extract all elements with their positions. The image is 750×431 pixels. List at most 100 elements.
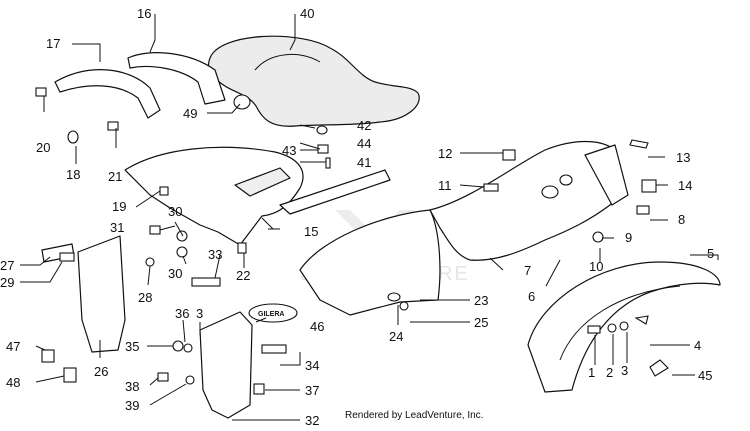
- callout-28: 28: [138, 290, 152, 305]
- callout-45: 45: [698, 368, 712, 383]
- leader-lines: [20, 14, 719, 421]
- emblem-text: GILERA: [258, 311, 284, 318]
- hardware-group: [35, 87, 669, 395]
- screw-21-icon: [107, 121, 119, 131]
- clip-12-icon: [502, 149, 516, 161]
- callout-46: 46: [310, 319, 324, 334]
- callout-6: 6: [528, 289, 535, 304]
- screw-38-icon: [157, 372, 169, 382]
- callout-34: 34: [305, 358, 319, 373]
- stud-42-icon: [316, 125, 328, 135]
- seat-part: [207, 35, 420, 127]
- callout-27: 27: [0, 258, 14, 273]
- callout-40: 40: [300, 6, 314, 21]
- callout-47: 47: [6, 339, 20, 354]
- bracket-34-icon: [261, 344, 287, 354]
- callout-43: 43: [282, 143, 296, 158]
- callout-3: 3: [621, 363, 628, 378]
- rubber-33-icon: [191, 277, 221, 287]
- clip-19-icon: [159, 186, 169, 196]
- callout-44: 44: [357, 136, 371, 151]
- washer-2-icon: [607, 323, 617, 333]
- clip-22-icon: [237, 242, 247, 254]
- gilera-emblem-part: GILERA: [248, 303, 298, 323]
- callout-41: 41: [357, 155, 371, 170]
- screw-1-icon: [587, 325, 601, 334]
- callout-32: 32: [305, 413, 319, 428]
- bracket-29-icon: [59, 252, 75, 262]
- washer-35-icon: [172, 340, 184, 352]
- clip-4-icon: [634, 315, 649, 325]
- nut-37-icon: [253, 383, 265, 395]
- bushing-49-icon: [233, 94, 251, 110]
- callout-36: 36: [175, 306, 189, 321]
- callout-30-second: 30: [168, 266, 182, 281]
- callout-49: 49: [183, 106, 197, 121]
- nut-36-icon: [183, 343, 193, 353]
- callout-7: 7: [524, 263, 531, 278]
- screw-41-icon: [325, 157, 331, 169]
- callout-17: 17: [46, 36, 60, 51]
- nut-44-icon: [317, 144, 329, 154]
- callout-4: 4: [694, 338, 701, 353]
- callout-14: 14: [678, 178, 692, 193]
- trim-45-icon: [649, 359, 669, 377]
- side-panel-part: [299, 140, 629, 316]
- callout-9: 9: [625, 230, 632, 245]
- callout-42: 42: [357, 118, 371, 133]
- grommet-18-icon: [67, 130, 79, 144]
- callout-33: 33: [208, 247, 222, 262]
- callout-26: 26: [94, 364, 108, 379]
- callout-39: 39: [125, 398, 139, 413]
- clip-28-icon: [145, 257, 155, 267]
- footer-credit: Rendered by LeadVenture, Inc.: [345, 410, 483, 421]
- callout-15: 15: [304, 224, 318, 239]
- callout-20: 20: [36, 140, 50, 155]
- clip-48-icon: [63, 367, 77, 383]
- callout-16: 16: [137, 6, 151, 21]
- callout-24: 24: [389, 329, 403, 344]
- callout-13: 13: [676, 150, 690, 165]
- callout-30: 30: [168, 204, 182, 219]
- rear-fender-part: [124, 146, 391, 246]
- panel-hole-icon: [541, 185, 559, 199]
- callout-21: 21: [108, 169, 122, 184]
- clip-13-icon: [629, 139, 649, 149]
- screw-31-icon: [149, 225, 161, 235]
- screw-24-icon: [387, 292, 401, 302]
- washer-39-icon: [185, 375, 195, 385]
- callout-8: 8: [678, 212, 685, 227]
- nut-3-icon: [619, 321, 629, 331]
- callout-2: 2: [606, 365, 613, 380]
- callout-3-second: 3: [196, 306, 203, 321]
- callout-19: 19: [112, 199, 126, 214]
- callout-48: 48: [6, 375, 20, 390]
- grommet-14-icon: [641, 179, 657, 193]
- callout-1: 1: [588, 365, 595, 380]
- screw-8-icon: [636, 205, 650, 215]
- callout-11: 11: [438, 178, 452, 193]
- washer-25-icon: [399, 301, 409, 311]
- grab-rail-part: [54, 52, 251, 119]
- callout-18: 18: [66, 167, 80, 182]
- callout-37: 37: [305, 383, 319, 398]
- callout-5: 5: [707, 246, 714, 261]
- callout-25: 25: [474, 315, 488, 330]
- callout-labels: 1 2 3 4 5 6 7 8 9 10 11 12 13 14 15 16 1…: [0, 6, 714, 428]
- bushing-30-icon: [176, 230, 188, 242]
- clip-47-icon: [41, 349, 55, 363]
- callout-12: 12: [438, 146, 452, 161]
- callout-10: 10: [589, 259, 603, 274]
- front-fender-part: [527, 261, 721, 393]
- callout-35: 35: [125, 339, 139, 354]
- callout-23: 23: [474, 293, 488, 308]
- callout-22: 22: [236, 268, 250, 283]
- bushing-30b-icon: [176, 246, 188, 258]
- callout-29: 29: [0, 275, 14, 290]
- screw-20-icon: [35, 87, 47, 97]
- callout-38: 38: [125, 379, 139, 394]
- screw-11-icon: [483, 183, 499, 192]
- panel-hole-icon: [559, 174, 573, 186]
